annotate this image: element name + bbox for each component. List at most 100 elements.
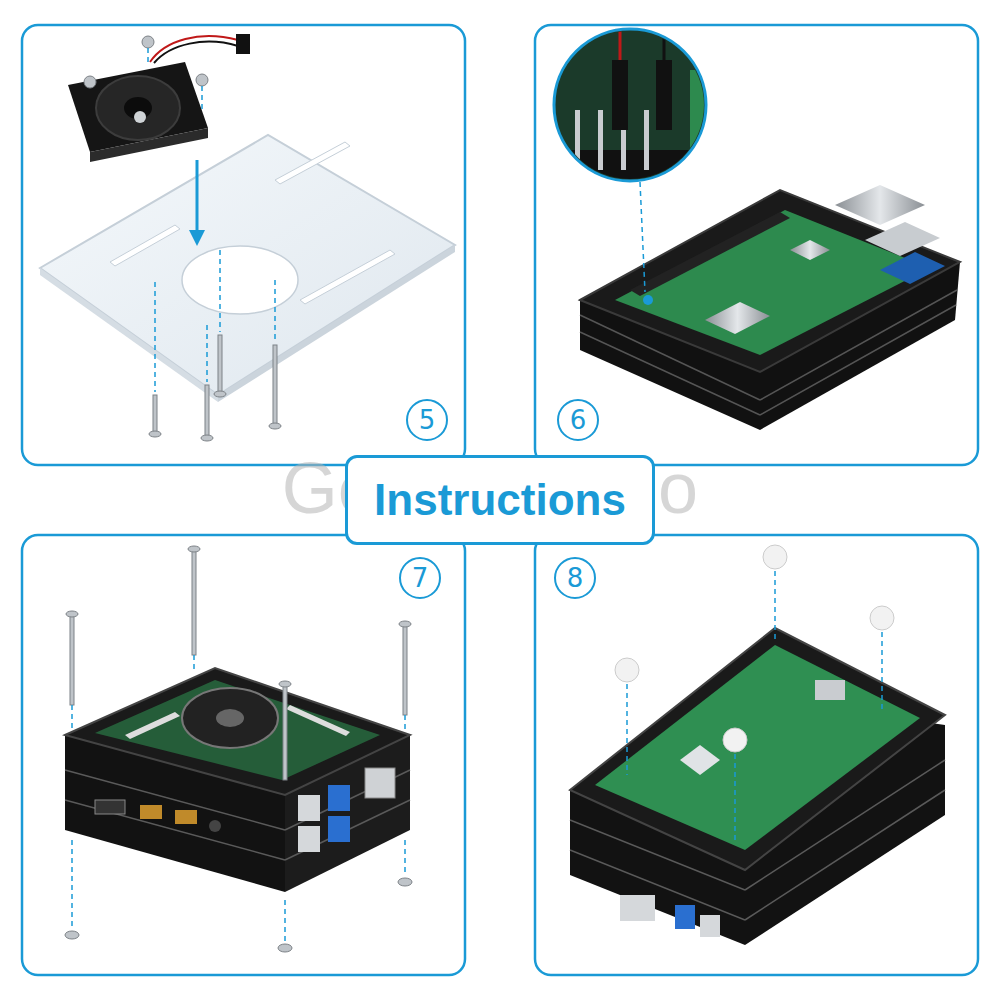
case-body bbox=[580, 190, 960, 372]
rubber-foot bbox=[615, 658, 639, 682]
magnifier-inset bbox=[550, 30, 720, 190]
magnifier-inset bbox=[640, 182, 645, 292]
callout-number: 7 bbox=[399, 557, 441, 599]
acrylic-plate bbox=[300, 250, 395, 304]
case-body bbox=[675, 905, 695, 929]
panel-frame bbox=[535, 25, 978, 465]
case-body bbox=[175, 810, 197, 824]
case-body bbox=[700, 915, 720, 937]
case-body bbox=[595, 645, 920, 850]
case-body bbox=[680, 745, 720, 775]
magnifier-inset bbox=[550, 150, 720, 190]
screw bbox=[283, 685, 287, 780]
direction-arrow bbox=[196, 160, 199, 232]
magnifier-inset bbox=[612, 60, 628, 130]
acrylic-plate bbox=[40, 135, 455, 402]
screw bbox=[214, 391, 226, 397]
screw bbox=[66, 611, 78, 617]
guide-line bbox=[404, 840, 406, 876]
case-body bbox=[140, 805, 162, 819]
screw bbox=[398, 878, 412, 886]
callout-number: 5 bbox=[406, 399, 448, 441]
cooling-fan bbox=[96, 76, 180, 140]
magnifier-inset bbox=[619, 30, 622, 60]
guide-line bbox=[881, 632, 883, 712]
magnifier-inset bbox=[644, 110, 649, 170]
rubber-foot bbox=[615, 545, 894, 752]
cooling-fan bbox=[236, 34, 250, 44]
guide-line bbox=[404, 715, 406, 733]
case-body bbox=[835, 185, 925, 225]
direction-arrow bbox=[189, 230, 205, 246]
callout-text: 6 bbox=[570, 405, 587, 435]
panel-frame bbox=[22, 535, 465, 975]
panel-frame bbox=[22, 25, 465, 465]
guide-line bbox=[774, 571, 776, 640]
case-body bbox=[643, 295, 653, 305]
rubber-foot bbox=[763, 545, 787, 569]
guide-line bbox=[284, 900, 286, 942]
case-body bbox=[570, 628, 945, 945]
screw bbox=[188, 546, 200, 552]
screw bbox=[65, 931, 79, 939]
guide-line bbox=[627, 571, 882, 840]
case-body bbox=[182, 688, 278, 748]
guide-line bbox=[193, 655, 195, 672]
magnifier-inset bbox=[663, 30, 666, 60]
rubber-foot bbox=[870, 606, 894, 630]
case-body bbox=[365, 768, 395, 798]
acrylic-plate bbox=[182, 246, 298, 314]
cooling-fan bbox=[134, 111, 146, 123]
guide-line bbox=[71, 840, 73, 928]
case-body bbox=[209, 820, 221, 832]
screw bbox=[70, 615, 74, 705]
screw bbox=[403, 625, 407, 715]
screw bbox=[149, 431, 161, 437]
guide-line bbox=[734, 754, 736, 840]
screw bbox=[153, 395, 157, 433]
case-body bbox=[298, 795, 320, 821]
screw bbox=[269, 423, 281, 429]
title-text: Instructions bbox=[374, 475, 626, 525]
case-body bbox=[880, 252, 945, 284]
magnifier-inset bbox=[690, 70, 710, 170]
case-body bbox=[65, 668, 410, 892]
cooling-fan bbox=[236, 44, 250, 54]
magnifier-inset bbox=[575, 110, 580, 170]
guide-line bbox=[219, 250, 221, 332]
screw bbox=[142, 36, 154, 48]
magnifier-inset bbox=[598, 110, 603, 170]
acrylic-plate bbox=[110, 225, 180, 266]
case-body bbox=[580, 185, 960, 430]
guide-line bbox=[154, 282, 156, 392]
case-body bbox=[328, 816, 350, 842]
case-body bbox=[65, 668, 410, 795]
screw bbox=[278, 944, 292, 952]
callout-text: 8 bbox=[567, 563, 584, 593]
callout-text: 7 bbox=[412, 563, 429, 593]
acrylic-plate bbox=[40, 135, 455, 395]
case-body bbox=[125, 712, 180, 739]
cooling-fan bbox=[154, 42, 238, 63]
case-body bbox=[65, 800, 285, 860]
title-box: Instructions bbox=[345, 455, 655, 545]
case-body bbox=[705, 302, 770, 334]
case-body bbox=[630, 212, 790, 296]
guide-line bbox=[147, 48, 149, 62]
case-body bbox=[570, 628, 945, 870]
guide-line bbox=[71, 705, 73, 730]
acrylic-plate bbox=[275, 142, 350, 184]
guide-line bbox=[626, 684, 628, 775]
direction-arrow bbox=[189, 160, 205, 246]
panel-frame bbox=[535, 535, 978, 975]
case-body bbox=[216, 709, 244, 727]
screw bbox=[273, 345, 277, 425]
panel-frame bbox=[22, 25, 978, 975]
screw bbox=[65, 546, 412, 952]
screw bbox=[84, 36, 281, 441]
screw bbox=[84, 76, 96, 88]
case-body bbox=[328, 785, 350, 811]
screw bbox=[192, 550, 196, 655]
callout-text: 5 bbox=[419, 405, 436, 435]
magnifier-inset bbox=[656, 60, 672, 130]
